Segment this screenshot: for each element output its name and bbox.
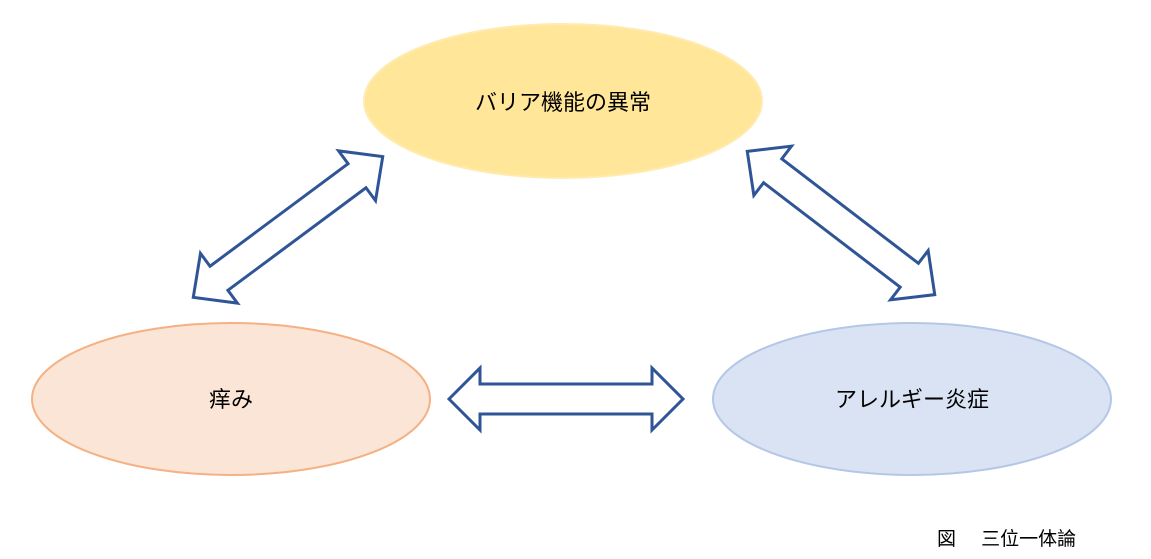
barrier-node — [363, 23, 763, 179]
caption-prefix: 図 — [937, 528, 957, 550]
barrier-label: バリア機能の異常 — [474, 91, 652, 116]
itch-node — [31, 322, 431, 476]
barrier-allergy-arrow — [745, 144, 937, 302]
allergy-node — [712, 322, 1112, 476]
itch-allergy-arrow — [446, 364, 686, 434]
itch-label: 痒み — [208, 388, 254, 413]
caption-title: 三位一体論 — [981, 528, 1077, 550]
figure-caption: 図 三位一体論 — [937, 524, 1076, 551]
allergy-label: アレルギー炎症 — [834, 388, 990, 413]
itch-barrier-arrow — [191, 148, 385, 306]
